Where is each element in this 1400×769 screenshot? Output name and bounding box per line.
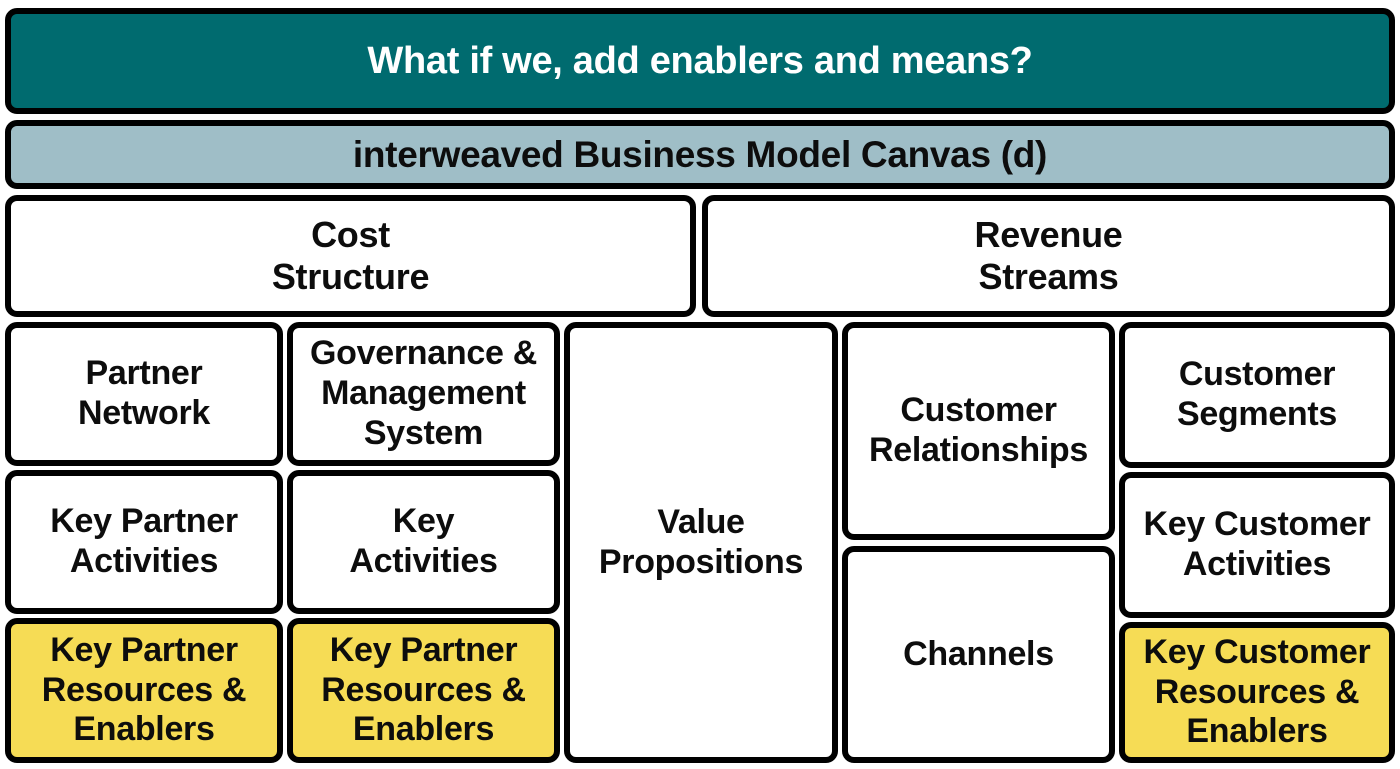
customer-segments-box: Customer Segments xyxy=(1119,322,1395,468)
key-partner-resources-enablers-box-left: Key Partner Resources & Enablers xyxy=(5,618,283,763)
subtitle-banner: interweaved Business Model Canvas (d) xyxy=(5,120,1395,189)
governance-management-system-label: Governance & Management System xyxy=(310,334,537,452)
channels-label: Channels xyxy=(903,634,1054,673)
cost-structure-label: Cost Structure xyxy=(271,213,430,297)
title-banner: What if we, add enablers and means? xyxy=(5,8,1395,114)
key-customer-activities-label: Key Customer Activities xyxy=(1143,505,1371,583)
title-text: What if we, add enablers and means? xyxy=(367,39,1033,82)
governance-management-system-box: Governance & Management System xyxy=(287,322,560,466)
key-customer-resources-enablers-label: Key Customer Resources & Enablers xyxy=(1143,632,1371,751)
subtitle-text: interweaved Business Model Canvas (d) xyxy=(352,133,1048,175)
key-activities-label: Key Activities xyxy=(349,502,498,580)
customer-relationships-box: Customer Relationships xyxy=(842,322,1115,540)
partner-network-label: Partner Network xyxy=(77,354,211,432)
channels-box: Channels xyxy=(842,546,1115,763)
key-customer-resources-enablers-box: Key Customer Resources & Enablers xyxy=(1119,622,1395,763)
customer-segments-label: Customer Segments xyxy=(1176,355,1338,433)
key-partner-resources-enablers-label-mid: Key Partner Resources & Enablers xyxy=(321,630,526,749)
partner-network-box: Partner Network xyxy=(5,322,283,466)
key-customer-activities-box: Key Customer Activities xyxy=(1119,472,1395,618)
customer-relationships-label: Customer Relationships xyxy=(868,391,1089,469)
cost-structure-box: Cost Structure xyxy=(5,195,696,317)
key-partner-resources-enablers-label-left: Key Partner Resources & Enablers xyxy=(41,630,247,749)
key-activities-box: Key Activities xyxy=(287,470,560,614)
revenue-streams-box: Revenue Streams xyxy=(702,195,1395,317)
value-propositions-label: Value Propositions xyxy=(598,502,804,581)
key-partner-activities-box: Key Partner Activities xyxy=(5,470,283,614)
key-partner-resources-enablers-box-mid: Key Partner Resources & Enablers xyxy=(287,618,560,763)
value-propositions-box: Value Propositions xyxy=(564,322,838,763)
key-partner-activities-label: Key Partner Activities xyxy=(50,502,238,580)
revenue-streams-label: Revenue Streams xyxy=(974,213,1123,297)
